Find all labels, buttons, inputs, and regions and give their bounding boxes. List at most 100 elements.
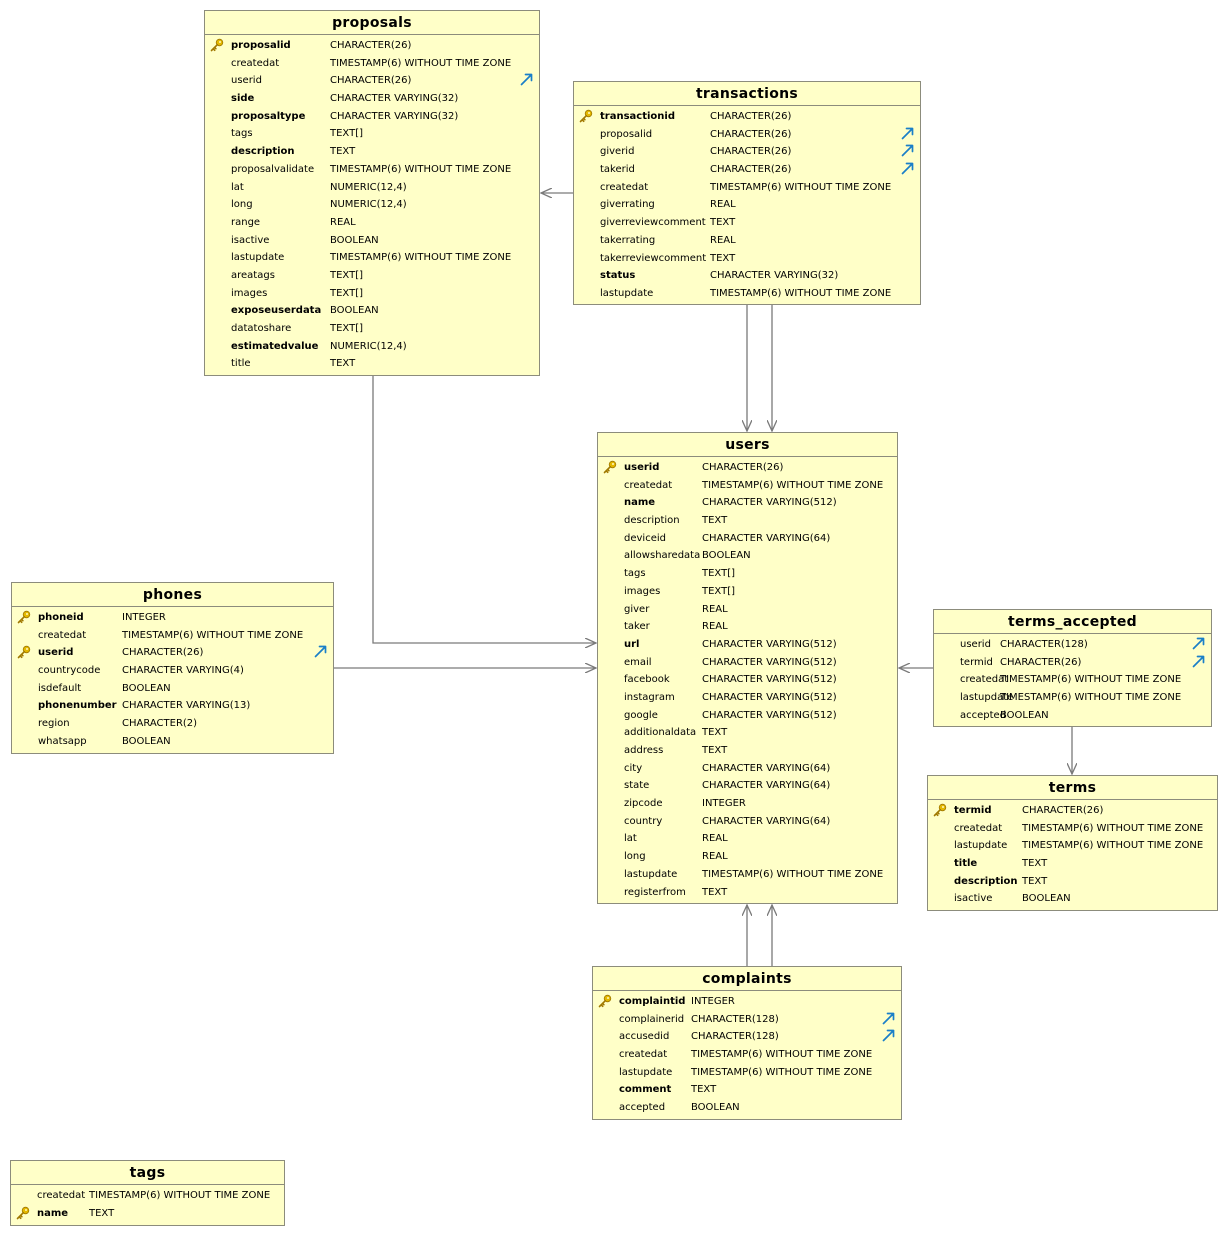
column-type: TIMESTAMP(6) WITHOUT TIME ZONE: [691, 1049, 873, 1061]
table-title: users: [598, 433, 897, 457]
table-title: proposals: [205, 11, 539, 35]
foreign-key-arrow-icon: [1192, 655, 1205, 668]
column-name: countrycode: [38, 665, 101, 677]
column-name: url: [624, 638, 640, 650]
column-type: NUMERIC(12,4): [330, 199, 407, 211]
column-name: takerid: [600, 164, 635, 176]
column-name: additionaldata: [624, 727, 697, 739]
